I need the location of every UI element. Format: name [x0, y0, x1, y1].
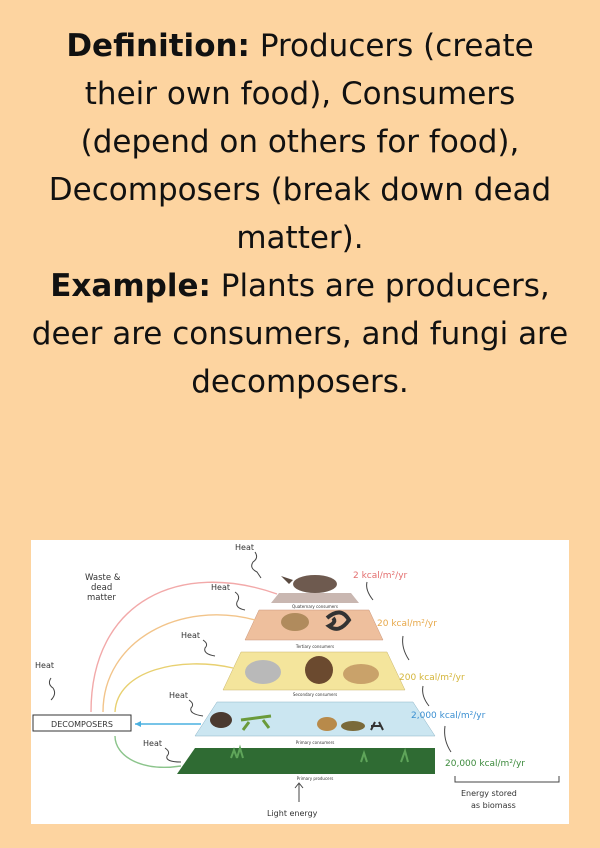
- energy-pyramid-svg: Quaternary consumers Tertiary consumers …: [32, 543, 560, 818]
- snake-coil-icon: [325, 610, 352, 631]
- energy-primary-consumers: 2,000 kcal/m²/yr: [411, 711, 486, 721]
- tier-primary-consumers: [194, 701, 436, 737]
- energy-stored-label: Energy stored: [461, 789, 517, 798]
- waste-arc-producers: [114, 735, 182, 768]
- energy-arrow-icon: [366, 581, 374, 601]
- tier-label-producers: Primary producers: [297, 776, 334, 781]
- heat-squiggle-icon: [234, 591, 246, 611]
- tier-tertiary: [244, 609, 384, 641]
- energy-tertiary: 20 kcal/m²/yr: [377, 619, 437, 629]
- heat-squiggle-icon: [188, 699, 204, 717]
- waste-label: Waste &: [85, 573, 121, 583]
- energy-quaternary: 2 kcal/m²/yr: [353, 571, 408, 581]
- waste-arc-tertiary: [102, 614, 256, 713]
- energy-pyramid-diagram: Quaternary consumers Tertiary consumers …: [31, 540, 569, 824]
- bird-head-icon: [281, 576, 293, 584]
- grass-icon: [230, 744, 409, 763]
- energy-secondary: 200 kcal/m²/yr: [399, 673, 465, 683]
- definition-label: Definition:: [66, 28, 250, 64]
- arrowhead-icon: [135, 721, 141, 727]
- text-block: Definition: Producers (create their own …: [30, 22, 570, 406]
- energy-producers: 20,000 kcal/m²/yr: [445, 759, 525, 769]
- tier-producers: [177, 748, 435, 774]
- tier-label-primary-consumers: Primary consumers: [296, 740, 335, 745]
- heat-label-4: Heat: [169, 691, 188, 700]
- heat-label-left: Heat: [35, 661, 54, 670]
- dead-label: dead: [91, 583, 112, 593]
- leaf-bug-icon: [317, 717, 337, 731]
- frog-icon: [343, 664, 379, 684]
- heat-squiggle-icon: [202, 639, 216, 657]
- definition-body: Producers (create their own food), Consu…: [48, 28, 552, 256]
- waste-arc-quaternary: [90, 581, 278, 713]
- example-label: Example:: [50, 268, 211, 304]
- heat-squiggle-icon: [48, 677, 56, 701]
- energy-arrow-icon: [402, 635, 410, 661]
- caterpillar-icon: [341, 721, 365, 731]
- tier-label-secondary: Secondary consumers: [293, 692, 337, 697]
- decomposers-label: DECOMPOSERS: [51, 720, 113, 729]
- tier-quaternary: [271, 593, 359, 603]
- light-arrow-icon: [294, 782, 304, 802]
- grasshopper-icon: [240, 714, 272, 731]
- rat-icon: [210, 712, 232, 728]
- heat-squiggle-icon: [164, 747, 182, 763]
- matter-label: matter: [87, 593, 116, 603]
- snake-icon: [281, 613, 309, 631]
- heat-label-5: Heat: [143, 739, 162, 748]
- heat-squiggle-icon: [251, 551, 262, 579]
- biomass-label: as biomass: [471, 801, 516, 810]
- energy-arrow-icon: [422, 685, 430, 707]
- bird-icon: [293, 575, 337, 593]
- heat-label-3: Heat: [181, 631, 200, 640]
- energy-arrow-icon: [444, 725, 452, 753]
- ant-icon: [370, 721, 384, 731]
- mouse-icon: [245, 660, 281, 684]
- tier-label-tertiary: Tertiary consumers: [295, 644, 334, 649]
- heat-label-2: Heat: [211, 583, 230, 592]
- tier-label-quaternary: Quaternary consumers: [292, 604, 338, 609]
- owl-icon: [305, 656, 333, 684]
- heat-label-top: Heat: [235, 543, 254, 552]
- waste-arc-secondary: [114, 663, 234, 713]
- example-body: Plants are producers, deer are consumers…: [31, 268, 569, 400]
- light-energy-label: Light energy: [267, 809, 318, 818]
- decomposers-box: [32, 714, 132, 732]
- biomass-bracket: [454, 776, 560, 783]
